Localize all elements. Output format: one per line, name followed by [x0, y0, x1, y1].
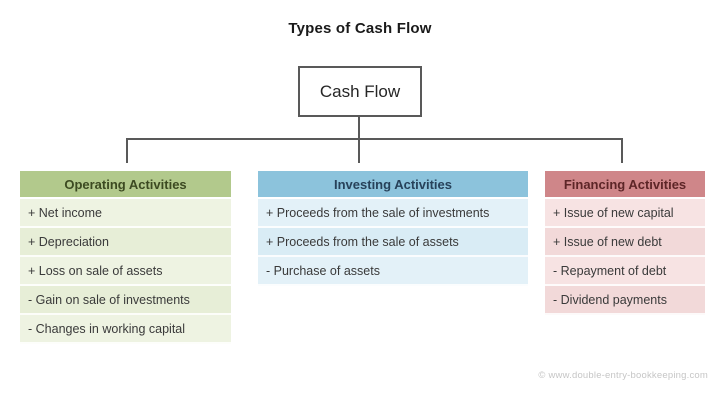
financing-activities-column: Financing Activities + Issue of new capi…: [545, 171, 705, 315]
list-item: - Dividend payments: [545, 286, 705, 315]
connector-horizontal-bar: [126, 138, 623, 140]
cash-flow-node: Cash Flow: [298, 66, 422, 117]
list-item: - Changes in working capital: [20, 315, 231, 344]
connector-drop-operating: [126, 138, 128, 163]
operating-activities-column: Operating Activities + Net income + Depr…: [20, 171, 231, 344]
list-item: + Issue of new capital: [545, 199, 705, 228]
list-item: + Net income: [20, 199, 231, 228]
list-item: - Gain on sale of investments: [20, 286, 231, 315]
list-item: + Proceeds from the sale of assets: [258, 228, 528, 257]
list-item: - Repayment of debt: [545, 257, 705, 286]
financing-activities-header: Financing Activities: [545, 171, 705, 199]
operating-activities-header: Operating Activities: [20, 171, 231, 199]
list-item: + Loss on sale of assets: [20, 257, 231, 286]
list-item: - Purchase of assets: [258, 257, 528, 286]
list-item: + Proceeds from the sale of investments: [258, 199, 528, 228]
connector-drop-financing: [621, 138, 623, 163]
list-item: + Depreciation: [20, 228, 231, 257]
diagram-title: Types of Cash Flow: [288, 20, 432, 37]
copyright-credit: © www.double-entry-bookkeeping.com: [538, 370, 708, 381]
investing-activities-header: Investing Activities: [258, 171, 528, 199]
investing-activities-column: Investing Activities + Proceeds from the…: [258, 171, 528, 286]
cash-flow-node-label: Cash Flow: [319, 81, 401, 101]
connector-root-stem: [358, 117, 360, 163]
list-item: + Issue of new debt: [545, 228, 705, 257]
